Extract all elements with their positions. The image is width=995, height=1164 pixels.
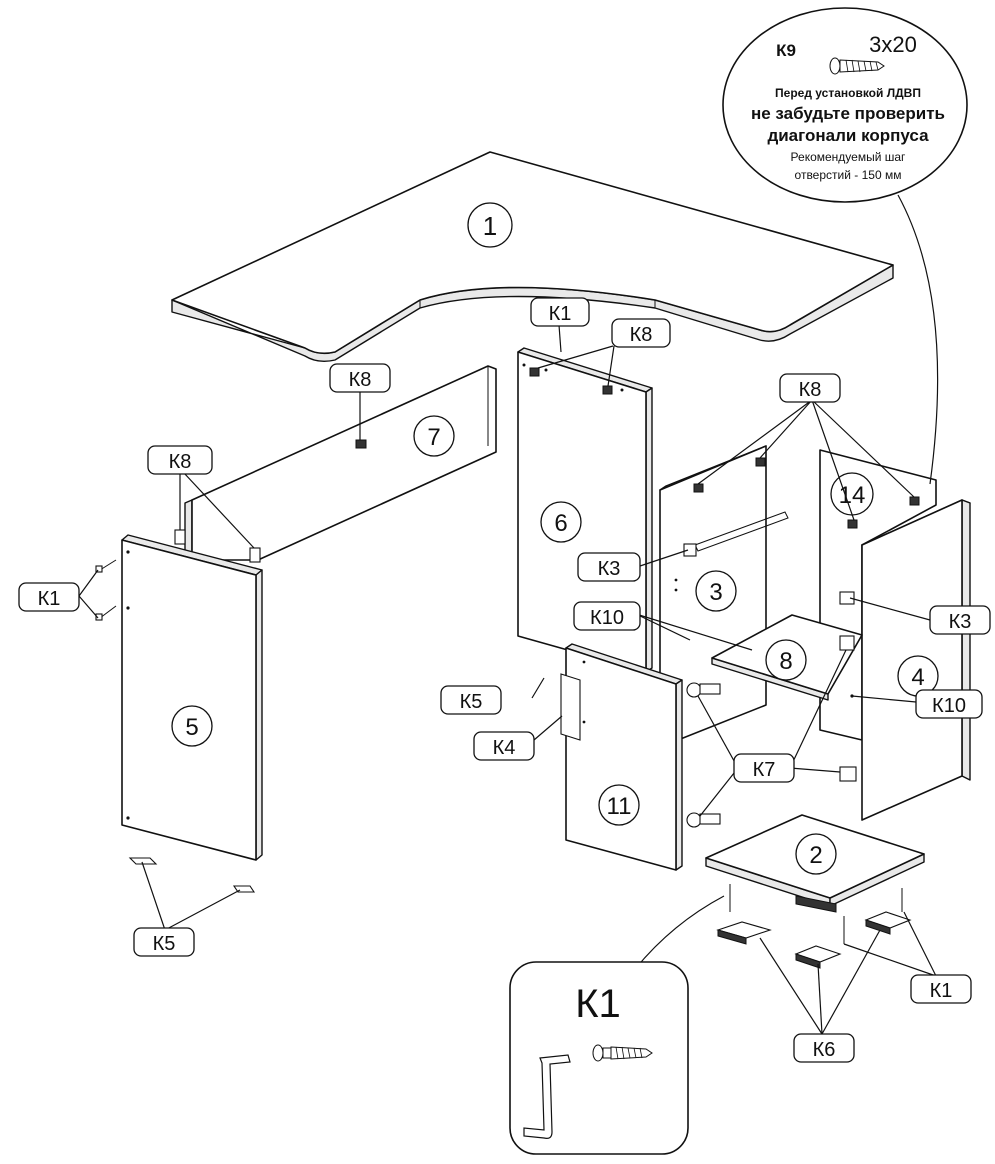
part-6-marker xyxy=(540,501,582,543)
badge-k8-left: К8 xyxy=(147,445,213,475)
badge-k6: К6 xyxy=(793,1033,855,1063)
k9-line5: отверстий - 150 мм xyxy=(795,168,902,182)
badge-k7: К7 xyxy=(733,753,795,783)
svg-text:К10: К10 xyxy=(590,607,624,629)
svg-text:К5: К5 xyxy=(460,691,483,713)
part-6-number: 6 xyxy=(554,510,567,537)
part-7-number: 7 xyxy=(427,424,440,451)
svg-text:К8: К8 xyxy=(169,451,192,473)
part-11-marker xyxy=(598,784,640,826)
part-1-number: 1 xyxy=(483,211,497,241)
svg-text:К7: К7 xyxy=(753,759,776,781)
k1-detail-box: К1 xyxy=(509,961,689,1155)
k7-hinges xyxy=(686,682,857,828)
svg-text:К8: К8 xyxy=(630,324,653,346)
svg-text:К6: К6 xyxy=(813,1039,836,1061)
part-3-marker xyxy=(695,570,737,612)
part-5-marker xyxy=(171,705,213,747)
k9-line2: не забудьте проверить xyxy=(751,104,945,123)
k9-code: К9 xyxy=(776,41,796,60)
svg-text:К3: К3 xyxy=(949,611,972,633)
part-4-number: 4 xyxy=(911,664,924,691)
part-7-marker xyxy=(413,415,455,457)
part-8-number: 8 xyxy=(779,648,792,675)
badge-k8-6: К8 xyxy=(611,318,671,348)
k5-feet-left xyxy=(128,857,256,893)
badge-k1-left: К1 xyxy=(18,582,80,612)
shelf-8: 8 xyxy=(711,614,863,701)
svg-text:К1: К1 xyxy=(930,980,953,1002)
badge-k1-right: К1 xyxy=(910,974,972,1004)
side-panel-5: 5 xyxy=(121,534,263,861)
part-8-marker xyxy=(765,639,807,681)
door-11: 11 xyxy=(560,643,683,871)
badge-k8-right: К8 xyxy=(779,373,841,403)
k9-line1: Перед установкой ЛДВП xyxy=(775,86,921,100)
part-5-number: 5 xyxy=(185,714,198,741)
svg-text:К10: К10 xyxy=(932,695,966,717)
k1-dowels-left xyxy=(95,559,117,621)
pedestal-bottom-2: 2 xyxy=(705,814,925,913)
hex-key-icon xyxy=(523,1054,571,1139)
badge-k4: К4 xyxy=(473,731,535,761)
svg-text:К1: К1 xyxy=(549,303,572,325)
leader-lines xyxy=(78,194,939,1035)
badge-k8-7: К8 xyxy=(329,363,391,393)
svg-text:К5: К5 xyxy=(153,933,176,955)
k1-detail-title: К1 xyxy=(575,982,621,1026)
k9-line4: Рекомендуемый шаг xyxy=(791,150,907,164)
part-2-number: 2 xyxy=(809,842,822,869)
part-2-marker xyxy=(795,833,837,875)
part-11-number: 11 xyxy=(607,793,632,820)
confirmat-screw-icon xyxy=(592,1044,653,1062)
badge-k5-bottom: К5 xyxy=(133,927,195,957)
part-3-number: 3 xyxy=(709,579,722,606)
k6-feet xyxy=(716,884,912,969)
part-14-number: 14 xyxy=(839,482,866,509)
desktop-top: 1 xyxy=(171,151,894,363)
svg-text:К1: К1 xyxy=(38,588,61,610)
part-1-marker xyxy=(467,202,513,248)
k9-note: К9 3х20 Перед установкой ЛДВП не забудьт… xyxy=(722,7,968,203)
svg-text:К8: К8 xyxy=(349,369,372,391)
k9-size: 3х20 xyxy=(869,32,917,57)
badge-k10-left: К10 xyxy=(573,601,641,631)
svg-text:К8: К8 xyxy=(799,379,822,401)
back-panel-7: 7 xyxy=(174,365,497,564)
screw-icon xyxy=(829,57,885,75)
svg-text:К3: К3 xyxy=(598,558,621,580)
badge-k3-left: К3 xyxy=(577,552,641,582)
k9-line3: диагонали корпуса xyxy=(767,126,929,145)
badge-k10-right: К10 xyxy=(915,689,983,719)
badge-k3-right: К3 xyxy=(929,605,991,635)
svg-text:К4: К4 xyxy=(493,737,516,759)
badge-k1-top: К1 xyxy=(530,297,590,327)
badge-k5-mid: К5 xyxy=(440,685,502,715)
